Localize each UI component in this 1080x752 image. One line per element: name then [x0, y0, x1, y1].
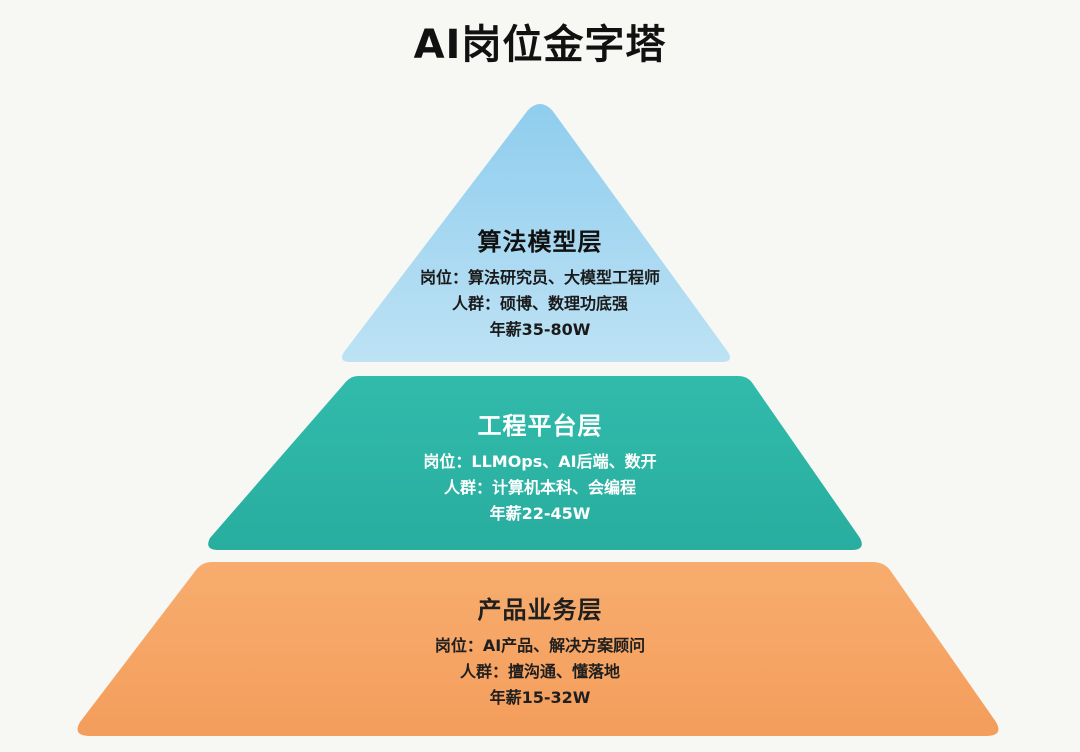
- tier-salary: 年薪35-80W: [489, 320, 591, 339]
- tier-people: 人群：擅沟通、懂落地: [459, 662, 620, 681]
- tier-bot-shape: [77, 562, 999, 736]
- page-title: AI岗位金字塔: [413, 22, 667, 68]
- tier-name: 工程平台层: [477, 412, 603, 440]
- tier-people: 人群：计算机本科、会编程: [443, 478, 636, 497]
- tier-salary: 年薪15-32W: [489, 688, 591, 707]
- tier-roles: 岗位：AI产品、解决方案顾问: [434, 636, 646, 655]
- tier-name: 产品业务层: [477, 596, 603, 624]
- tier-roles: 岗位：LLMOps、AI后端、数开: [423, 452, 657, 471]
- tier-roles: 岗位：算法研究员、大模型工程师: [419, 268, 660, 287]
- tier-people: 人群：硕博、数理功底强: [451, 294, 628, 313]
- tier-salary: 年薪22-45W: [489, 504, 591, 523]
- tier-mid-shape: [208, 376, 862, 550]
- tier-top-text: 算法模型层 岗位：算法研究员、大模型工程师 人群：硕博、数理功底强 年薪35-8…: [0, 222, 1080, 343]
- tier-bot-text: 产品业务层 岗位：AI产品、解决方案顾问 人群：擅沟通、懂落地 年薪15-32W: [0, 590, 1080, 711]
- tier-name: 算法模型层: [477, 228, 603, 256]
- tier-mid-text: 工程平台层 岗位：LLMOps、AI后端、数开 人群：计算机本科、会编程 年薪2…: [0, 406, 1080, 527]
- tier-top-shape: [342, 104, 730, 362]
